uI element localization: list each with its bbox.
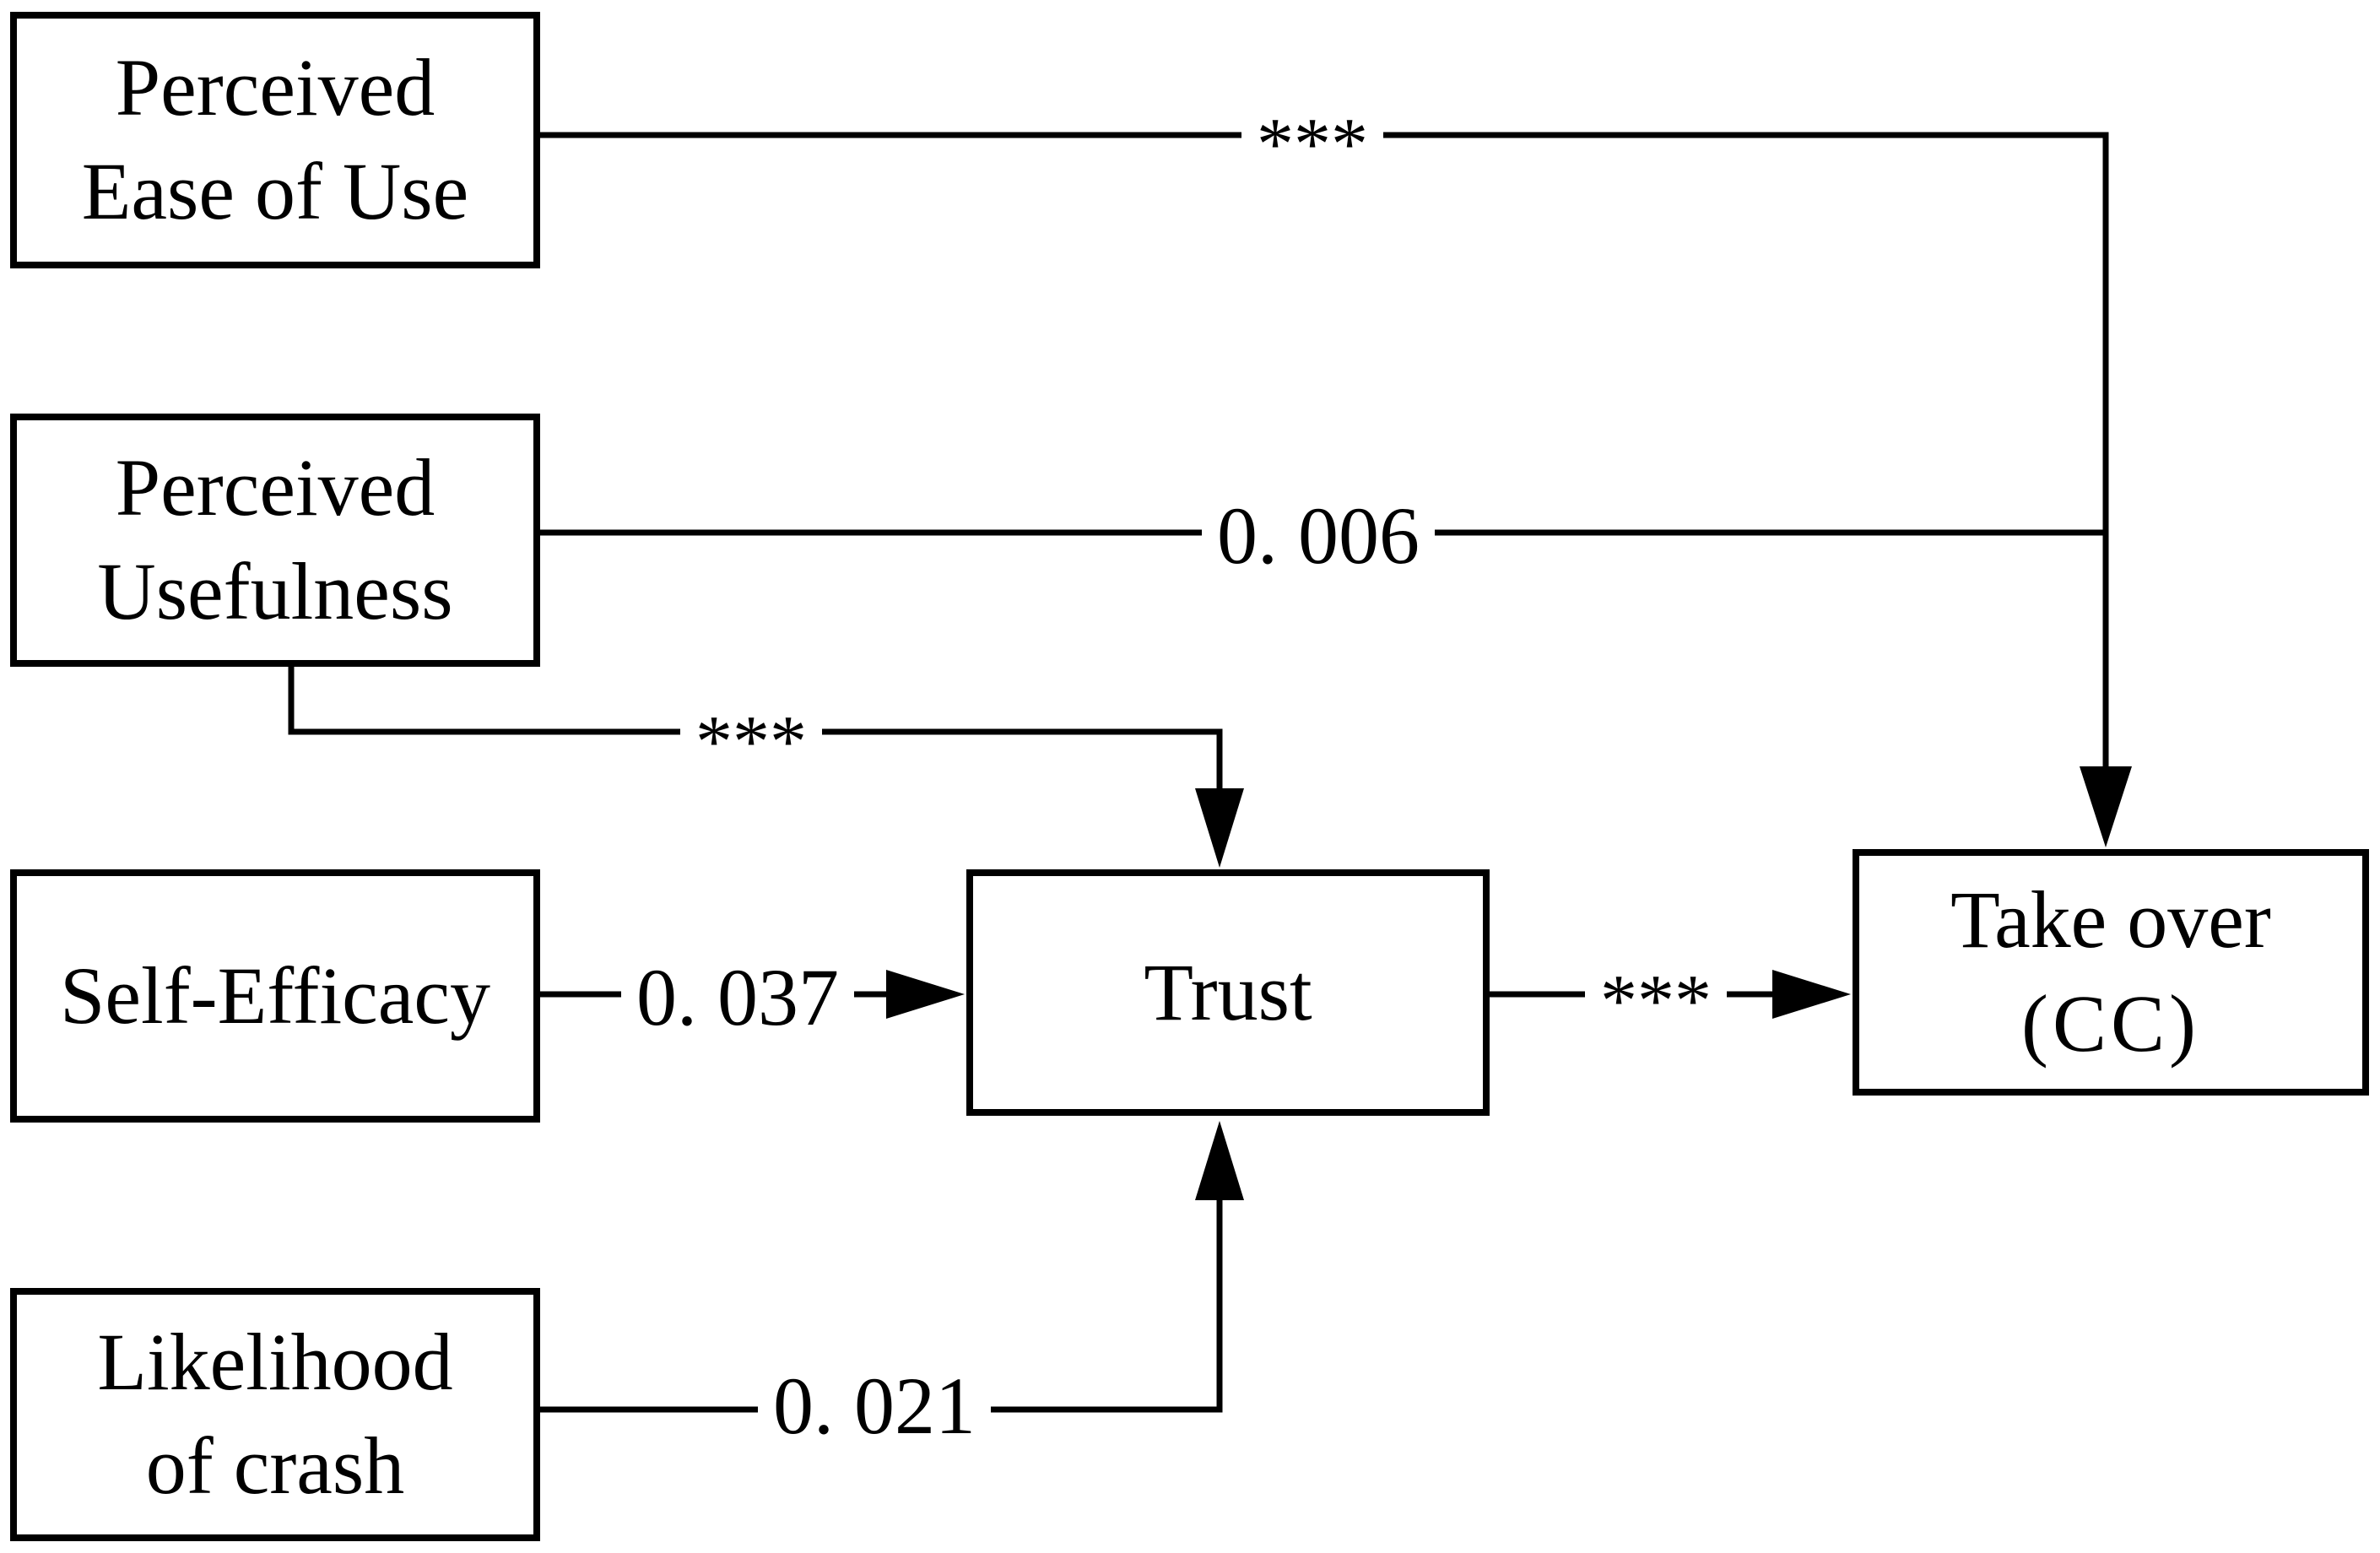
edge-peu-to-takeover-line [537,132,2109,768]
node-label-line: Ease of Use [81,146,469,236]
node-label-line: (CC) [2021,978,2200,1069]
node-self-efficacy: Self-Efficacy [10,869,540,1123]
arrowhead-right-trust-icon [886,970,965,1019]
node-label-line: Trust [1144,946,1312,1037]
arrowhead-up-trust-icon [1195,1121,1244,1200]
edge-label-trust-takeover: *** [1585,965,1727,1039]
node-label-line: Likelihood [97,1317,453,1408]
node-perceived-usefulness: Perceived Usefulness [10,414,540,667]
edge-label-pu-trust: *** [680,706,822,780]
node-take-over-cc: Take over (CC) [1853,849,2369,1096]
node-label-line: Perceived [115,42,435,133]
arrowhead-down-takeover-icon [2080,766,2132,847]
node-trust: Trust [966,869,1490,1116]
edge-label-lc-trust: 0. 021 [758,1366,991,1447]
node-perceived-ease-of-use: Perceived Ease of Use [10,12,540,268]
node-label-line: Take over [1950,874,2271,966]
node-label-line: Perceived [115,442,435,533]
node-label-line: Usefulness [97,546,453,636]
arrowhead-right-takeover-icon [1772,970,1851,1019]
edge-label-peu-takeover: *** [1241,108,1383,182]
node-label-line: Self-Efficacy [60,950,490,1041]
node-label-line: of crash [145,1420,405,1511]
edge-label-pu-takeover: 0. 006 [1202,495,1435,576]
arrowhead-down-trust-icon [1195,788,1244,868]
node-likelihood-of-crash: Likelihood of crash [10,1288,540,1541]
edge-label-se-trust: 0. 037 [621,957,854,1038]
